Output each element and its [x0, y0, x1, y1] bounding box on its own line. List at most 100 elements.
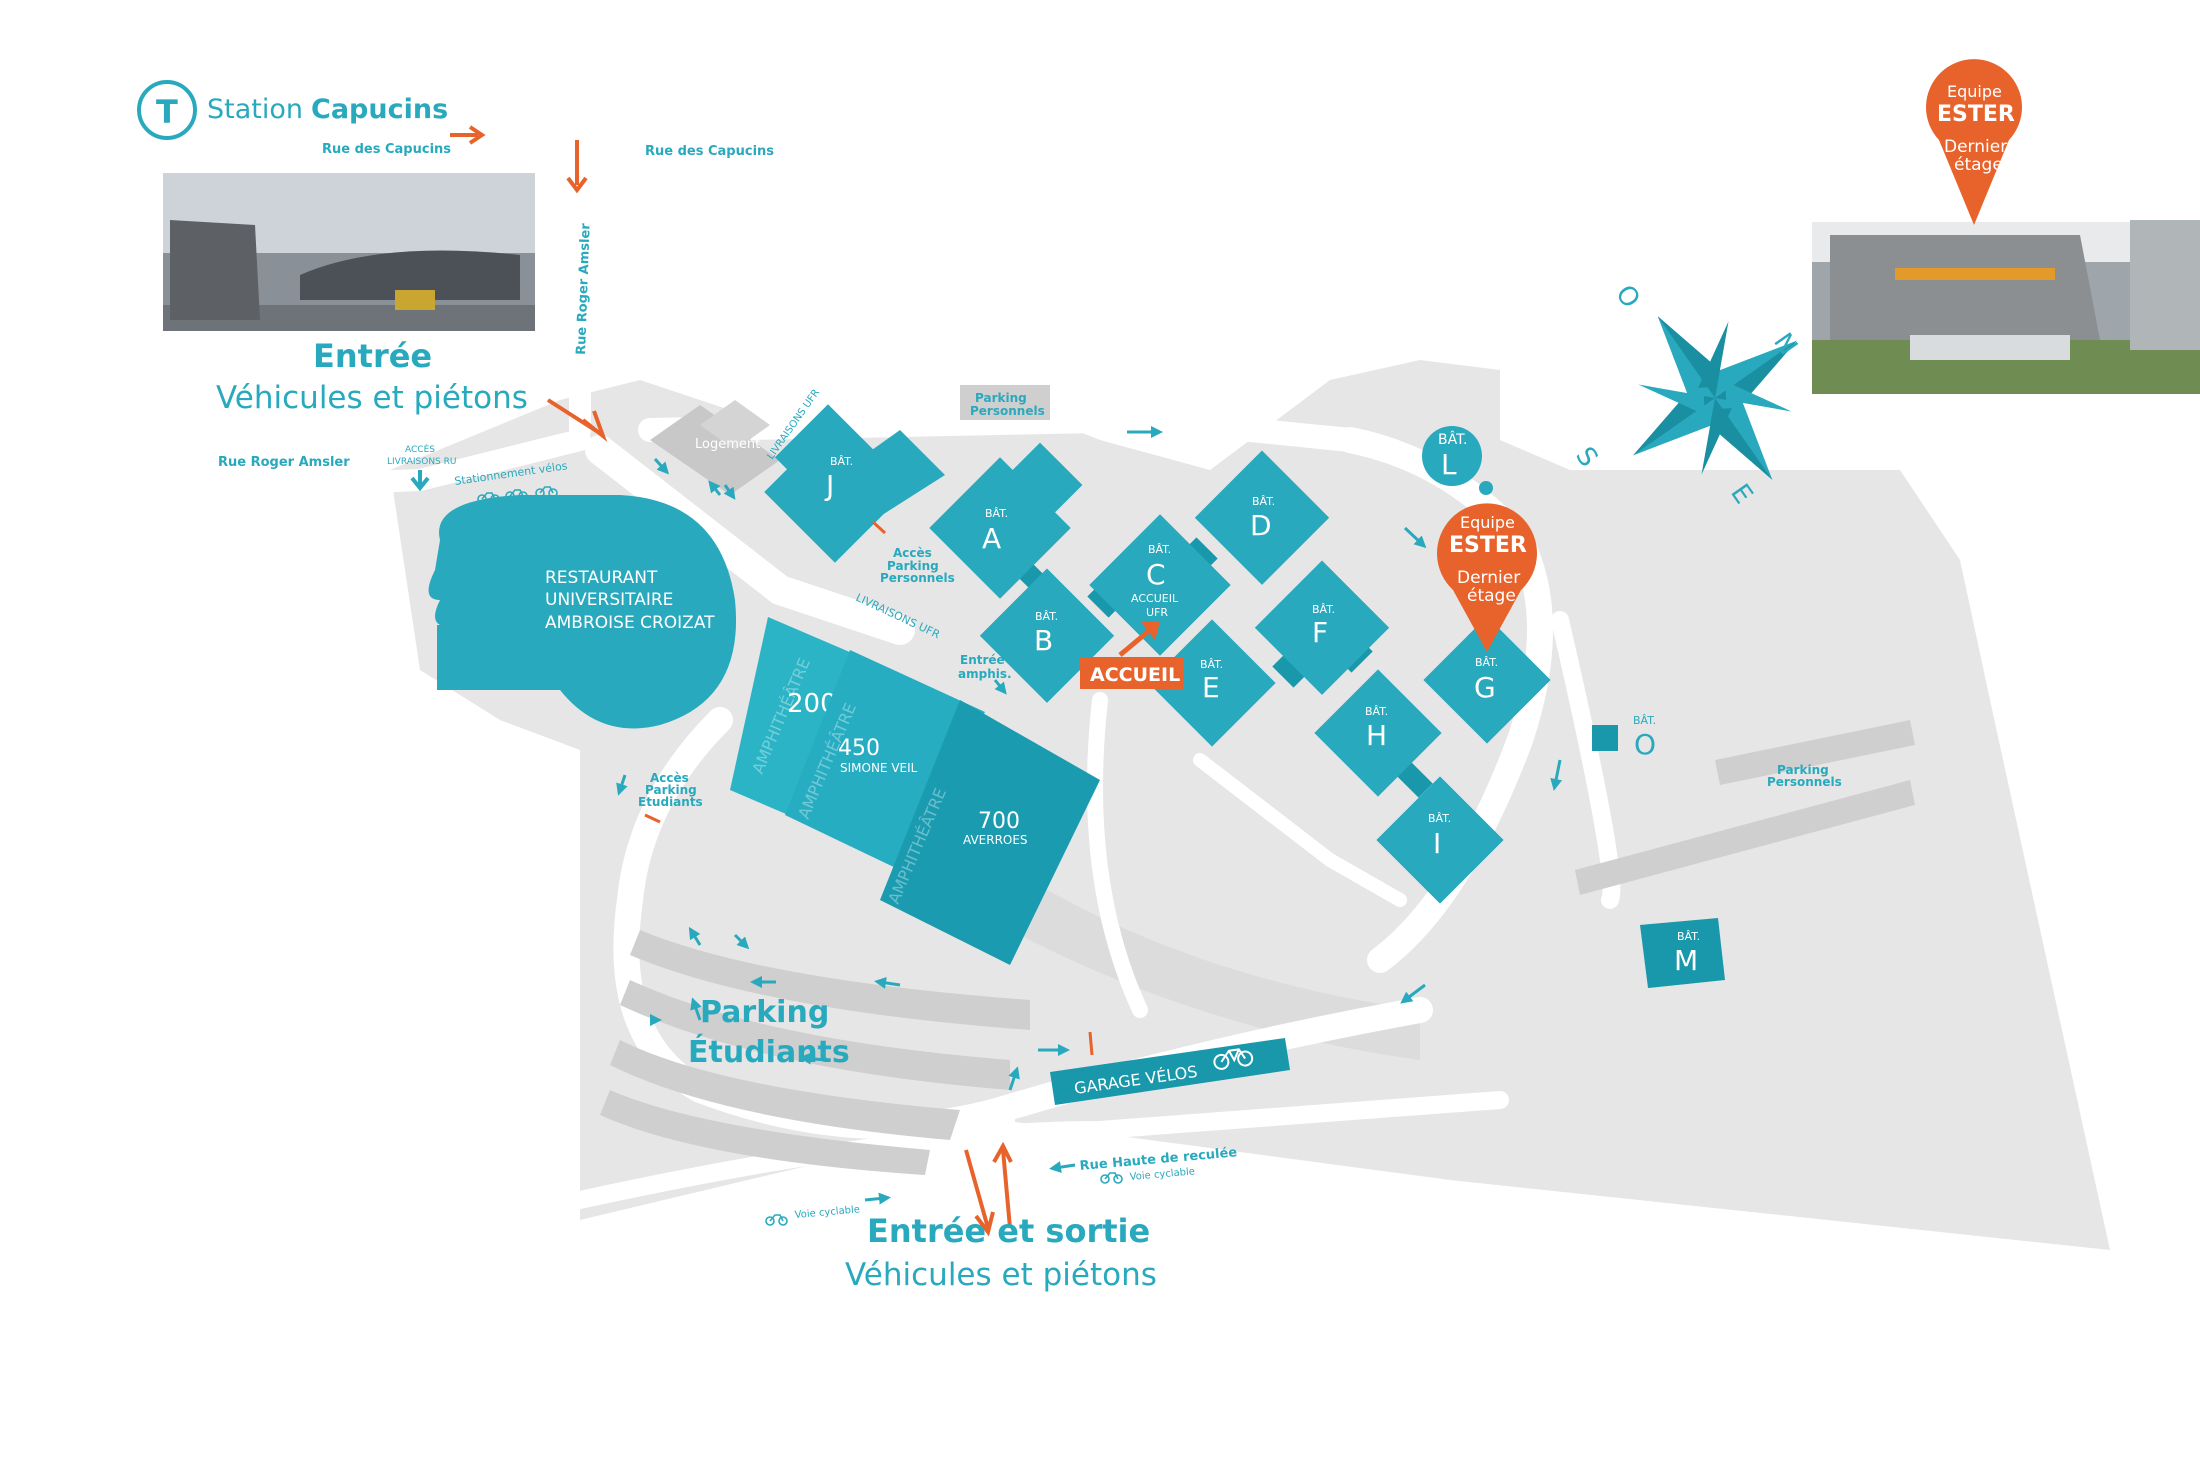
building-E-prefix: BÂT.	[1200, 658, 1223, 671]
amphitheatre-200: 200 AMPHITHÉÂTRE	[730, 617, 880, 820]
parking-etudiants-label: Parking Étudiants	[688, 995, 850, 1070]
accueil-marker: ACCUEIL	[1080, 622, 1183, 689]
entree-amphis-1: Entrée	[960, 653, 1005, 667]
building-O: BÂT. O	[1592, 714, 1656, 761]
building-A: BÂT. A	[929, 442, 1083, 599]
building-G-letter: G	[1474, 671, 1496, 704]
ester-line2: ESTER	[1449, 533, 1527, 558]
logement-building: Logement	[650, 400, 780, 495]
building-D-prefix: BÂT.	[1252, 495, 1275, 508]
top-left-entry: Entrée Véhicules et piétons	[216, 337, 528, 416]
building-J-prefix: BÂT.	[830, 455, 853, 468]
building-C: BÂT. C ACCUEIL UFR	[1089, 514, 1231, 656]
ester-photo-line4: étage	[1954, 155, 2003, 175]
building-H-letter: H	[1366, 719, 1387, 752]
building-C-letter: C	[1146, 558, 1166, 591]
building-G: BÂT. G	[1423, 616, 1551, 744]
building-I: BÂT. I	[1376, 776, 1504, 904]
accueil-label: ACCUEIL	[1090, 664, 1180, 686]
ester-photo-line1: Equipe	[1947, 82, 2002, 101]
amphi-450-name: SIMONE VEIL	[840, 761, 918, 775]
building-D: BÂT. D	[1194, 450, 1330, 585]
acces-parking-personnels-2: Parking	[887, 559, 939, 573]
staff-parking-top	[960, 385, 1050, 420]
restaurant-universitaire: RESTAURANT UNIVERSITAIRE AMBROISE CROIZA…	[428, 495, 737, 729]
building-M: BÂT. M	[1640, 918, 1725, 988]
amphi-700-number: 700	[978, 809, 1020, 834]
building-L: BÂT. L	[1422, 426, 1493, 495]
bottom-entry: Entrée et sortie Véhicules et piétons	[845, 1212, 1157, 1293]
acces-parking-personnels-3: Personnels	[880, 571, 955, 585]
ester-photo-marker: Equipe ESTER Dernier étage	[1926, 59, 2022, 225]
building-D-letter: D	[1250, 509, 1272, 542]
entry-arrows	[450, 125, 1013, 1237]
building-E: BÂT. E	[1148, 619, 1276, 747]
building-F: BÂT. F	[1254, 560, 1390, 695]
student-parking-rows	[600, 930, 1030, 1175]
parking-personnels-right-2: Personnels	[1767, 775, 1842, 789]
tram-icon	[137, 80, 197, 140]
tram-station: T Station Capucins	[137, 80, 448, 140]
building-O-prefix: BÂT.	[1633, 714, 1656, 727]
building-J-letter: J	[824, 469, 834, 502]
building-L-prefix: BÂT.	[1438, 430, 1467, 448]
building-I-letter: I	[1433, 827, 1441, 860]
building-E-letter: E	[1202, 671, 1220, 704]
street-capucins-left: Rue des Capucins	[322, 142, 451, 157]
top-entry-title: Entrée	[313, 337, 432, 375]
station-prefix: Station	[207, 94, 303, 125]
amphi-700-name: AVERROES	[963, 833, 1028, 847]
building-F-prefix: BÂT.	[1312, 603, 1335, 616]
entrance-photo	[163, 173, 535, 331]
restaurant-line1: RESTAURANT	[545, 568, 658, 588]
access-ticks	[644, 520, 1094, 1056]
building-A-letter: A	[982, 522, 1001, 555]
acces-parking-personnels-1: Accès	[893, 546, 932, 560]
street-capucins-right: Rue des Capucins	[645, 144, 774, 159]
building-C-sub2: UFR	[1146, 606, 1168, 619]
acces-livraisons-ru-2: LIVRAISONS RU	[387, 457, 456, 467]
ester-marker: Equipe ESTER Dernier étage	[1437, 503, 1538, 652]
amphi-450-number: 450	[838, 736, 880, 761]
acces-parking-etudiants-3: Etudiants	[638, 795, 703, 809]
ester-line3: Dernier	[1457, 568, 1520, 588]
building-G-prefix: BÂT.	[1475, 656, 1498, 669]
bottom-entry-title: Entrée et sortie	[867, 1212, 1150, 1250]
building-I-prefix: BÂT.	[1428, 812, 1451, 825]
parking-etudiants-line1: Parking	[700, 995, 829, 1030]
building-C-sub1: ACCUEIL	[1131, 592, 1179, 605]
building-C-prefix: BÂT.	[1148, 543, 1171, 556]
street-roger-amsler-v: Rue Roger Amsler	[574, 222, 594, 355]
bike-lane-icons	[477, 486, 1123, 1226]
acces-parking-etudiants-1: Accès	[650, 771, 689, 785]
voie-cyclable-2: Voie cyclable	[794, 1204, 860, 1221]
building-O-letter: O	[1634, 728, 1656, 761]
acces-livraisons-ru-1: ACCÈS	[405, 443, 435, 455]
tram-symbol: T	[156, 93, 178, 131]
parking-personnels-top-1: Parking	[975, 391, 1027, 405]
ester-line4: étage	[1467, 586, 1516, 606]
compass-rose	[1633, 316, 1797, 480]
ester-photo-line3: Dernier	[1944, 137, 2007, 157]
parking-personnels-top-2: Personnels	[970, 404, 1045, 418]
bottom-entry-sub: Véhicules et piétons	[845, 1257, 1157, 1293]
amphitheatre-450: 450 SIMONE VEIL AMPHITHÉÂTRE	[785, 650, 985, 870]
building-H: BÂT. H	[1314, 669, 1442, 797]
building-M-prefix: BÂT.	[1677, 930, 1700, 943]
ester-building-photo	[1812, 220, 2200, 394]
parking-etudiants-line2: Étudiants	[688, 1034, 850, 1070]
compass-o: O	[1609, 280, 1645, 314]
entree-amphis-2: amphis.	[958, 667, 1012, 681]
building-F-letter: F	[1312, 616, 1328, 649]
bicycle-icon	[1213, 1048, 1254, 1070]
street-roger-amsler-h: Rue Roger Amsler	[218, 455, 350, 470]
station-name: Capucins	[311, 94, 448, 125]
building-J: BÂT. J	[764, 404, 945, 563]
logement-label: Logement	[695, 437, 760, 452]
building-M-letter: M	[1674, 944, 1698, 977]
building-H-prefix: BÂT.	[1365, 705, 1388, 718]
top-entry-sub: Véhicules et piétons	[216, 380, 528, 416]
parking-personnels-right-1: Parking	[1777, 763, 1829, 777]
ester-line1: Equipe	[1460, 513, 1515, 532]
